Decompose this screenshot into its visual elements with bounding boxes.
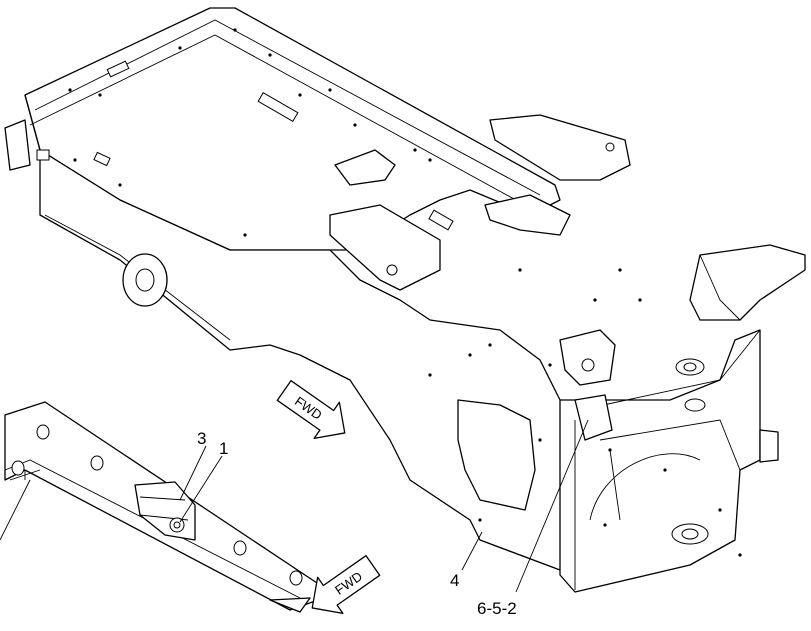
- main-frame: [4, 7, 806, 593]
- callout-6-5-2: 6-5-2: [477, 599, 517, 618]
- fwd-arrow-upper: FWD: [276, 380, 346, 439]
- callout-3: 3: [197, 429, 206, 448]
- leader-lines: [179, 419, 589, 593]
- detail-inset: [0, 401, 321, 613]
- callout-4: 4: [450, 571, 459, 590]
- callout-1: 1: [219, 439, 228, 458]
